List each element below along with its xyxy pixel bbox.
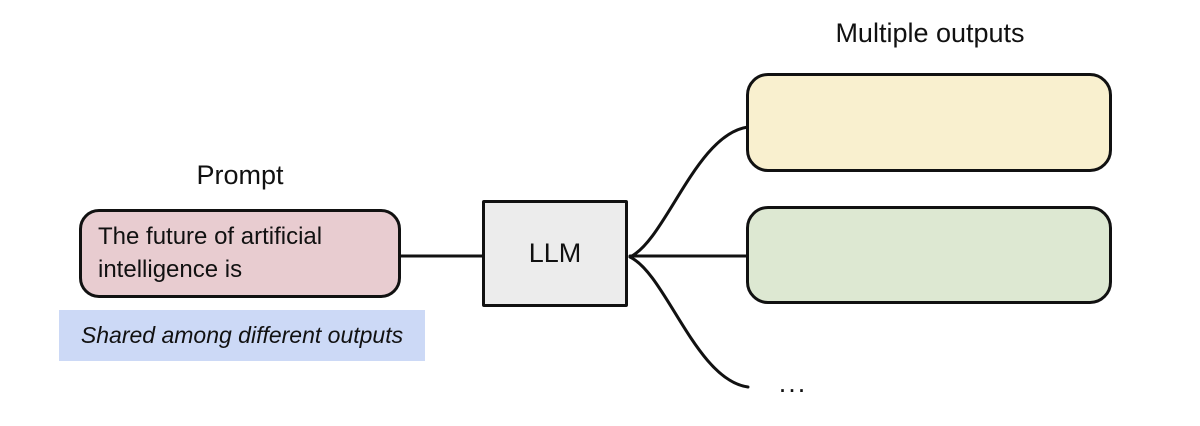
output-box-2: [746, 206, 1112, 304]
prompt-box-text: The future of artificial intelligence is: [98, 222, 323, 283]
outputs-label: Multiple outputs: [835, 18, 1025, 48]
shared-note: Shared among different outputs: [59, 310, 425, 361]
more-outputs-ellipsis: ...: [778, 368, 808, 398]
llm-box-label: LLM: [528, 238, 582, 268]
llm-to-output1-curve: [628, 125, 750, 259]
output-box-1: [746, 73, 1112, 172]
prompt-box: The future of artificial intelligence is: [79, 209, 401, 298]
llm-box: LLM: [482, 200, 628, 307]
llm-to-more-curve: [628, 255, 750, 389]
prompt-label: Prompt: [196, 160, 284, 190]
